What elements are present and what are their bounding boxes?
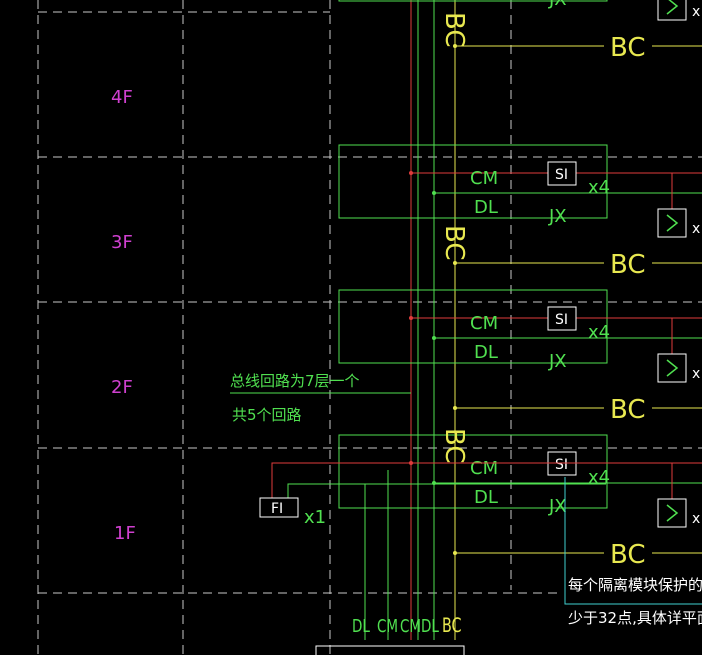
jx-label: JX [548,351,567,372]
s-symbol-icon [666,359,679,377]
fi-green-wire [287,483,606,498]
bc-label: BC [610,395,646,425]
module-multiplier: x4 [588,322,610,343]
s-box [657,353,687,383]
fi-red-wire [271,462,606,498]
fi-box [259,497,299,518]
junction-dot [432,191,436,195]
bottom-cabinet [315,645,465,655]
jx-label: JX [548,0,567,10]
fi-module: FI x1 [259,462,606,528]
right-edge-mark: x [692,366,700,382]
bc-label: BC [610,540,646,570]
si-box [547,306,577,331]
right-edge-mark: x [692,221,700,237]
cm-label: CM [470,458,498,479]
floor-label-3f: 3F [111,232,133,253]
junction-dot [432,336,436,340]
bottom-label-bc: BC [442,615,462,638]
right-edge-mark: x [692,4,700,20]
module-multiplier: x4 [588,177,610,198]
junction-dot [409,171,413,175]
s-box [657,498,687,528]
si-label: SI [555,312,568,328]
loop-note-line2: 共5个回路 [232,406,302,424]
jx-label: JX [548,206,567,227]
cm-label: CM [470,168,498,189]
si-label: SI [555,457,568,473]
floor-label-4f: 4F [111,87,133,108]
vertical-bus [364,0,456,640]
floor-grid [37,0,702,655]
si-label: SI [555,167,568,183]
dl-label: DL [474,487,498,508]
floor-label-1f: 1F [114,523,136,544]
junction-dot [453,44,457,48]
junction-dot [453,551,457,555]
junction-dot [453,261,457,265]
bc-label: BC [610,250,646,280]
dl-label: DL [474,342,498,363]
bottom-label-dl-2: DL [421,615,439,636]
bus-bc-label-4f: BC [439,12,469,48]
bus-bc-label-1f: BC [439,428,469,464]
module-box [338,434,608,509]
cm-label: CM [470,313,498,334]
loop-note-line1: 总线回路为7层一个 [230,372,360,390]
dl-label: DL [474,197,498,218]
floor-modules: SICMDLJXx1xBCSICMDLJXx4xBCSICMDLJXx4xBCS… [338,0,702,570]
module-multiplier: x4 [588,467,610,488]
module-2f: SI CM DL JX x4 xBC [338,289,702,425]
s-symbol-icon [666,504,679,522]
floor-label-2f: 2F [111,377,133,398]
s-symbol-icon [666,214,679,232]
module-box [338,0,608,2]
junction-dot [409,316,413,320]
jx-label: JX [548,496,567,517]
bottom-label-dl-1: DL [352,615,370,636]
bus-bc-label-3f: BC [439,225,469,261]
fi-label: FI [271,501,283,517]
bottom-label-cm-2: CM [400,615,421,636]
module-1f: SI CM DL JX x4 xBC [338,434,702,570]
s-symbol-icon [666,0,679,15]
isolation-note-line2: 少于32点,具体详平面图 [568,609,702,627]
junction-dot [453,406,457,410]
module-box [338,289,608,364]
module-4f: SICMDLJXx1xBC [338,0,702,63]
right-edge-mark: x [692,511,700,527]
isolation-note-line1: 每个隔离模块保护的消防 [568,576,702,594]
si-box [547,161,577,186]
module-box [338,144,608,219]
bottom-label-cm-1: CM [377,615,398,636]
fi-multiplier: x1 [304,507,326,528]
s-box [657,208,687,238]
isolation-leader [564,477,702,605]
dl-label: DL [474,0,498,1]
bc-label: BC [610,33,646,63]
